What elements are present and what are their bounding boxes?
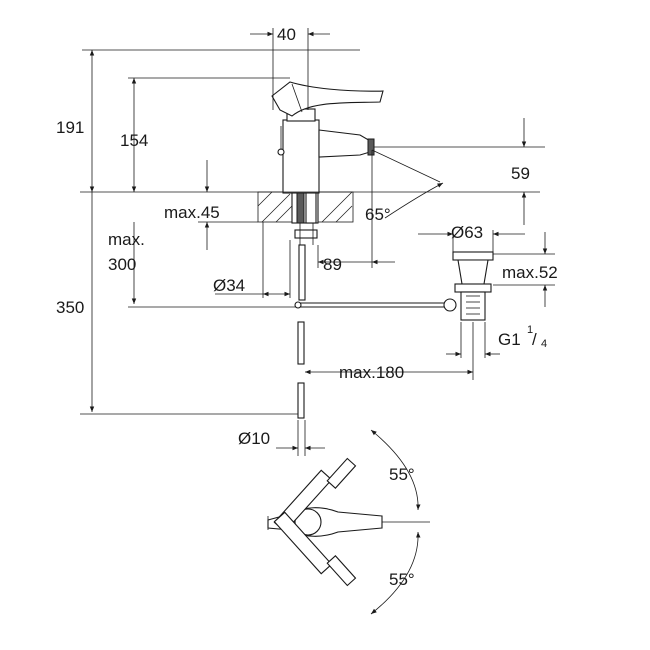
lever-rotation-down <box>273 511 357 587</box>
label-g1: G1 <box>498 330 521 349</box>
label-dia10: Ø10 <box>238 429 270 448</box>
mixer-side-view <box>257 81 445 419</box>
label-59: 59 <box>511 164 530 183</box>
label-max52: max.52 <box>502 263 558 282</box>
label-191: 191 <box>56 118 84 137</box>
label-55-bottom: 55° <box>389 570 415 589</box>
label-g1-numerator: 1 <box>527 324 533 336</box>
pop-up-waste <box>443 251 494 321</box>
dimension-labels: 40 191 154 59 max.45 65° Ø63 max. 300 89… <box>56 25 558 589</box>
label-300: 300 <box>108 255 136 274</box>
threaded-stud <box>296 192 305 224</box>
pull-rod-extension <box>297 382 305 419</box>
label-max180: max.180 <box>339 363 404 382</box>
label-g1-slash: / <box>532 330 537 349</box>
label-dia34: Ø34 <box>213 276 245 295</box>
mixer-lever <box>271 81 384 117</box>
mixer-body <box>282 119 320 194</box>
label-dia63: Ø63 <box>451 223 483 242</box>
swivel-spout <box>318 129 373 158</box>
label-154: 154 <box>120 131 148 150</box>
label-55-top: 55° <box>389 465 415 484</box>
label-max45: max.45 <box>164 203 220 222</box>
waste-body <box>460 291 486 321</box>
label-40: 40 <box>277 25 296 44</box>
waste-flange <box>452 251 494 261</box>
label-g1-denominator: 4 <box>541 338 547 350</box>
mixer-plan-view <box>267 429 430 615</box>
spout-aerator <box>367 138 375 156</box>
label-65-deg: 65° <box>365 205 391 224</box>
label-89: 89 <box>323 255 342 274</box>
pull-rod-lower <box>297 321 305 365</box>
label-350: 350 <box>56 298 84 317</box>
label-max: max. <box>108 230 145 249</box>
dimension-lines <box>80 28 555 456</box>
fixing-nut <box>294 229 318 239</box>
pull-rod <box>298 244 306 301</box>
